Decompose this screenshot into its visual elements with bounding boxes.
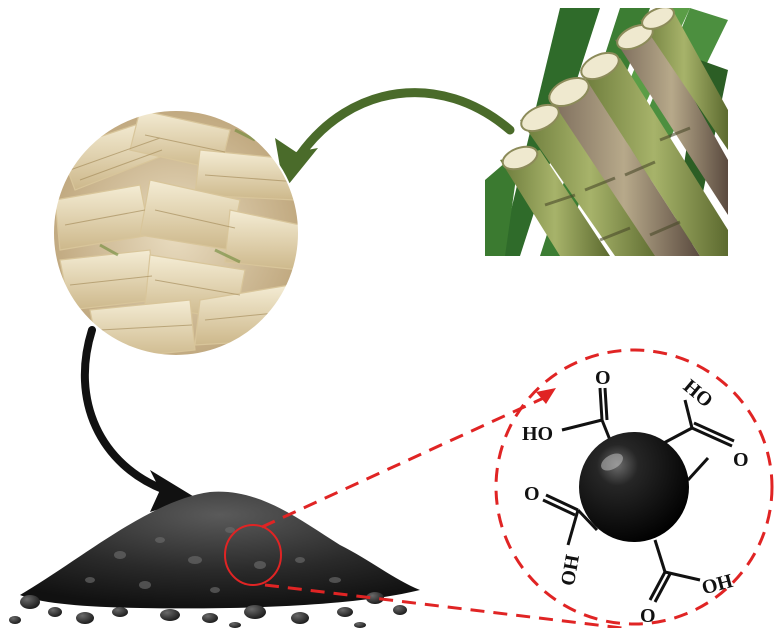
group-top-hydroxyl: HO — [522, 423, 553, 445]
group-lower-left-hydroxyl: OH — [557, 553, 584, 588]
carboxyl-molecule: O HO HO O O OH O OH — [522, 367, 749, 627]
bagasse-image — [50, 108, 302, 360]
carboxyl-group-top-right: HO O — [679, 375, 749, 471]
group-top-right-hydroxyl: HO — [679, 375, 717, 412]
group-lower-left-oxygen: O — [524, 483, 540, 505]
group-top-right-oxygen: O — [733, 449, 749, 471]
group-bottom-oxygen: O — [640, 605, 656, 627]
sugarcane-image — [485, 3, 728, 256]
black-arrow — [85, 330, 196, 512]
biochar-pile — [9, 492, 420, 628]
carbon-sphere — [579, 432, 689, 542]
carboxyl-group-bottom: O OH — [640, 570, 736, 627]
carboxyl-group-top: O HO — [522, 367, 611, 445]
group-bottom-hydroxyl: OH — [700, 570, 736, 599]
carboxyl-group-lower-left: O OH — [524, 483, 584, 587]
green-arrow — [275, 93, 510, 190]
group-top-oxygen: O — [595, 367, 611, 389]
